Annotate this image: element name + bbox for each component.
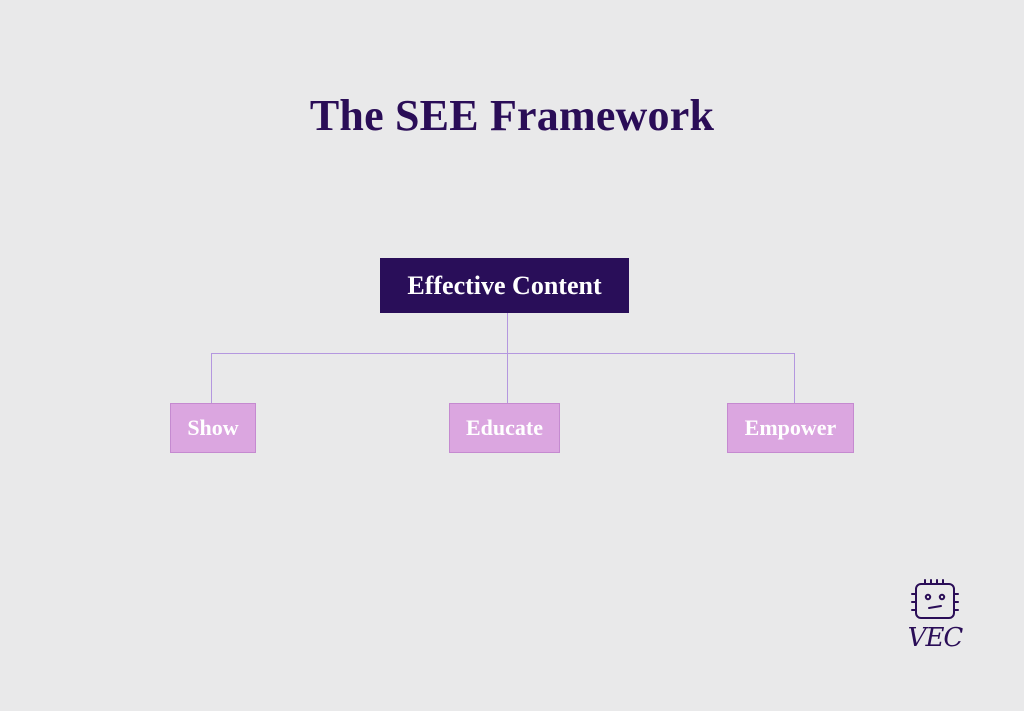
page-title: The SEE Framework [309,91,715,140]
logo-text: VEC [907,623,964,653]
child-node-empower: Empower [727,403,854,453]
child-node-label: Empower [744,415,837,440]
child-node-label: Show [187,415,239,440]
root-node-label: Effective Content [407,270,602,300]
root-node-effective-content: Effective Content [380,258,629,313]
robot-face-icon [911,579,959,619]
brand-logo: VEC [905,578,965,658]
child-node-educate: Educate [449,403,560,453]
child-node-label: Educate [466,415,543,440]
child-node-show: Show [170,403,256,453]
